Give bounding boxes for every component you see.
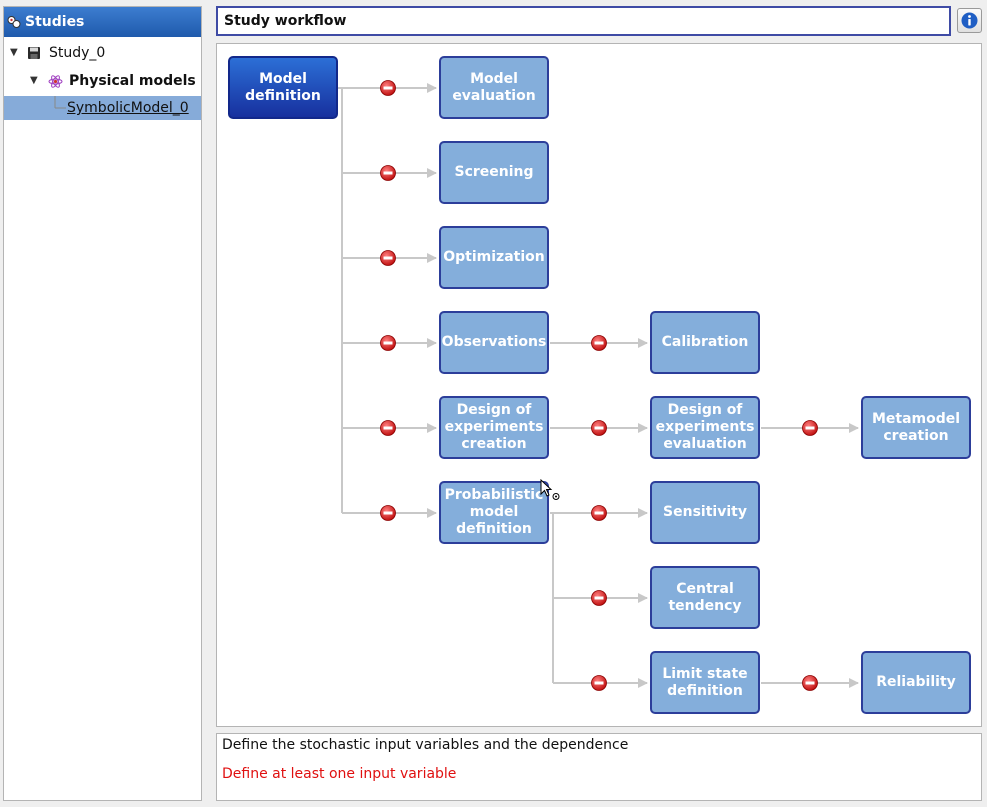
studies-title: Studies [25, 14, 85, 30]
message-panel: Define the stochastic input variables an… [216, 733, 982, 801]
workflow-canvas: Model definition Model evaluation Screen… [216, 43, 982, 727]
expand-arrow-icon[interactable]: ▼ [30, 75, 38, 86]
node-metamodel-creation[interactable]: Metamodel creation [861, 396, 971, 459]
node-sensitivity[interactable]: Sensitivity [650, 481, 760, 544]
node-optimization[interactable]: Optimization [439, 226, 549, 289]
mouse-pointer-icon [540, 479, 560, 500]
info-icon [961, 12, 978, 29]
node-screening[interactable]: Screening [439, 141, 549, 204]
studies-panel: Studies ▼ Study_0 ▼ Physical models Symb… [3, 6, 202, 801]
node-central-tendency[interactable]: Central tendency [650, 566, 760, 629]
node-doe-creation[interactable]: Design of experiments creation [439, 396, 549, 459]
studies-header[interactable]: Studies [4, 7, 201, 37]
workflow-connectors [338, 80, 859, 691]
node-model-evaluation[interactable]: Model evaluation [439, 56, 549, 119]
expand-arrow-icon[interactable]: ▼ [10, 47, 18, 58]
info-button[interactable] [957, 8, 982, 33]
tree-item-physical-models[interactable]: ▼ Physical models [4, 69, 201, 93]
node-calibration[interactable]: Calibration [650, 311, 760, 374]
tree-connector [54, 96, 66, 109]
node-limit-state[interactable]: Limit state definition [650, 651, 760, 714]
atom-icon [48, 75, 63, 88]
node-observations[interactable]: Observations [439, 311, 549, 374]
save-icon [28, 47, 40, 59]
message-error: Define at least one input variable [222, 766, 457, 782]
tree-item-physical-models-label: Physical models [69, 73, 196, 89]
tree-item-symbolic-model[interactable]: SymbolicModel_0 [4, 96, 201, 120]
node-model-definition[interactable]: Model definition [228, 56, 338, 119]
studies-icon [7, 16, 21, 28]
study-workflow-title: Study workflow [216, 6, 951, 36]
tree-item-study[interactable]: ▼ Study_0 [4, 41, 201, 65]
tree-item-study-label: Study_0 [49, 45, 106, 61]
node-probabilistic-model[interactable]: Probabilistic model definition [439, 481, 549, 544]
node-reliability[interactable]: Reliability [861, 651, 971, 714]
node-doe-evaluation[interactable]: Design of experiments evaluation [650, 396, 760, 459]
message-description: Define the stochastic input variables an… [222, 737, 629, 753]
tree-item-symbolic-model-label: SymbolicModel_0 [67, 100, 189, 116]
